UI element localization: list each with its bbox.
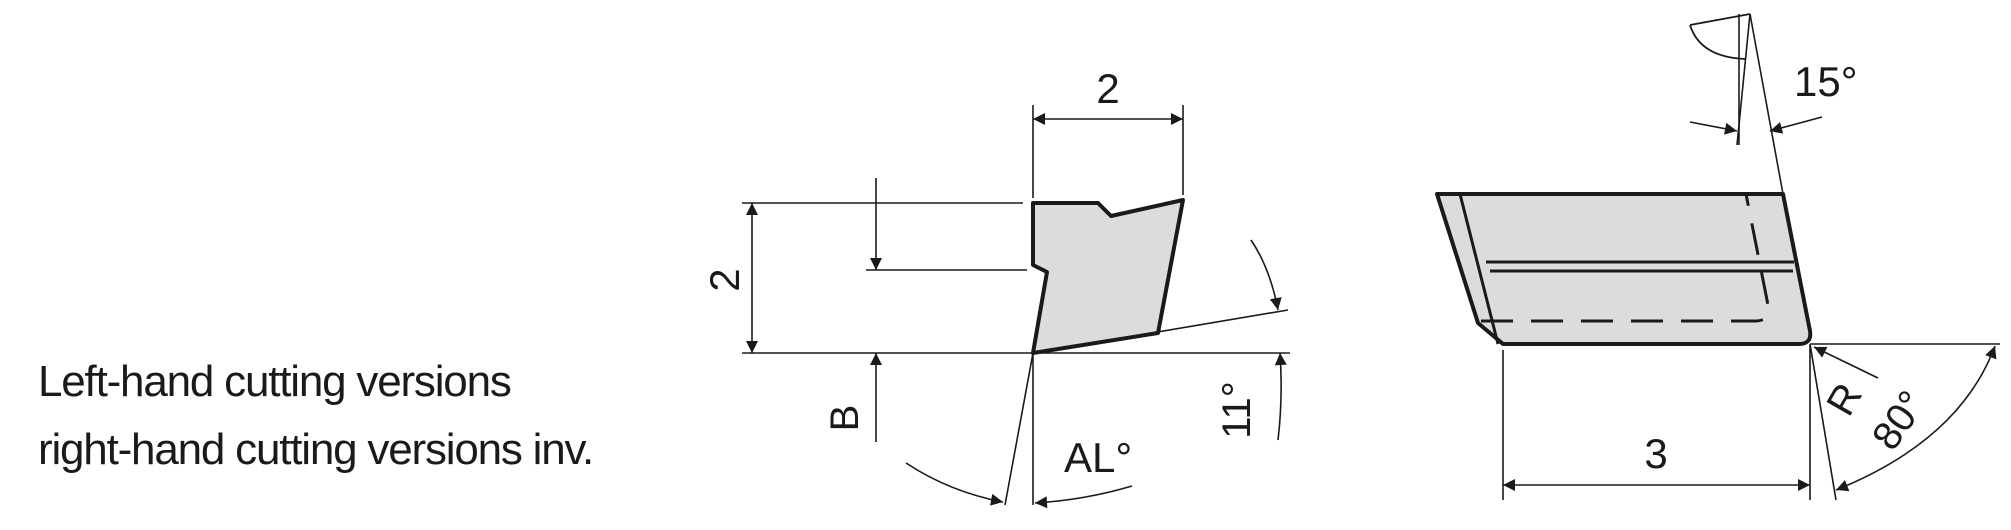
angle-15-arrow-left <box>1689 121 1738 135</box>
clearance-arc-upper <box>1250 239 1282 311</box>
hidden-edge-dashed <box>1481 193 1770 323</box>
al-arc-left <box>905 462 1004 506</box>
facet-line-left <box>1458 193 1500 345</box>
side-view: 2 2 B 11° AL° <box>701 65 1290 509</box>
clearance-angle-line <box>1032 309 1289 354</box>
length-dimension-label: 3 <box>1644 430 1667 477</box>
angle-15-arrow-right <box>1769 116 1823 134</box>
angle-80-label: 80° <box>1864 383 1935 458</box>
clearance-arc-lower <box>1274 352 1287 441</box>
al-angle-label: AL° <box>1064 434 1132 481</box>
caption-line-left-hand: Left-hand cutting versions <box>38 357 512 406</box>
clearance-angle-label: 11° <box>1215 381 1259 439</box>
caption-line-right-hand: right-hand cutting versions inv. <box>38 425 594 474</box>
angle-80-arc <box>1835 345 1997 492</box>
insert-side-profile <box>1031 198 1185 355</box>
radius-leader-line <box>1813 346 1879 379</box>
b-dimension-label: B <box>823 405 867 432</box>
al-inclined-line <box>1004 352 1034 506</box>
angle-ref-line-apex <box>1736 13 1751 146</box>
radius-label: R <box>1818 376 1871 423</box>
insert-top-outline <box>1435 192 1813 346</box>
corner-inclined-line <box>1809 343 1837 501</box>
top-view: 15° 3 R 80° <box>1435 13 2000 501</box>
angle-15-label: 15° <box>1794 58 1858 105</box>
width-dimension-label: 2 <box>1096 65 1119 112</box>
angle-symbol-top <box>1689 13 1751 60</box>
angle-ref-line-inclined <box>1749 13 1784 195</box>
height-dimension-label: 2 <box>701 268 748 291</box>
al-arc-right <box>1034 485 1133 509</box>
